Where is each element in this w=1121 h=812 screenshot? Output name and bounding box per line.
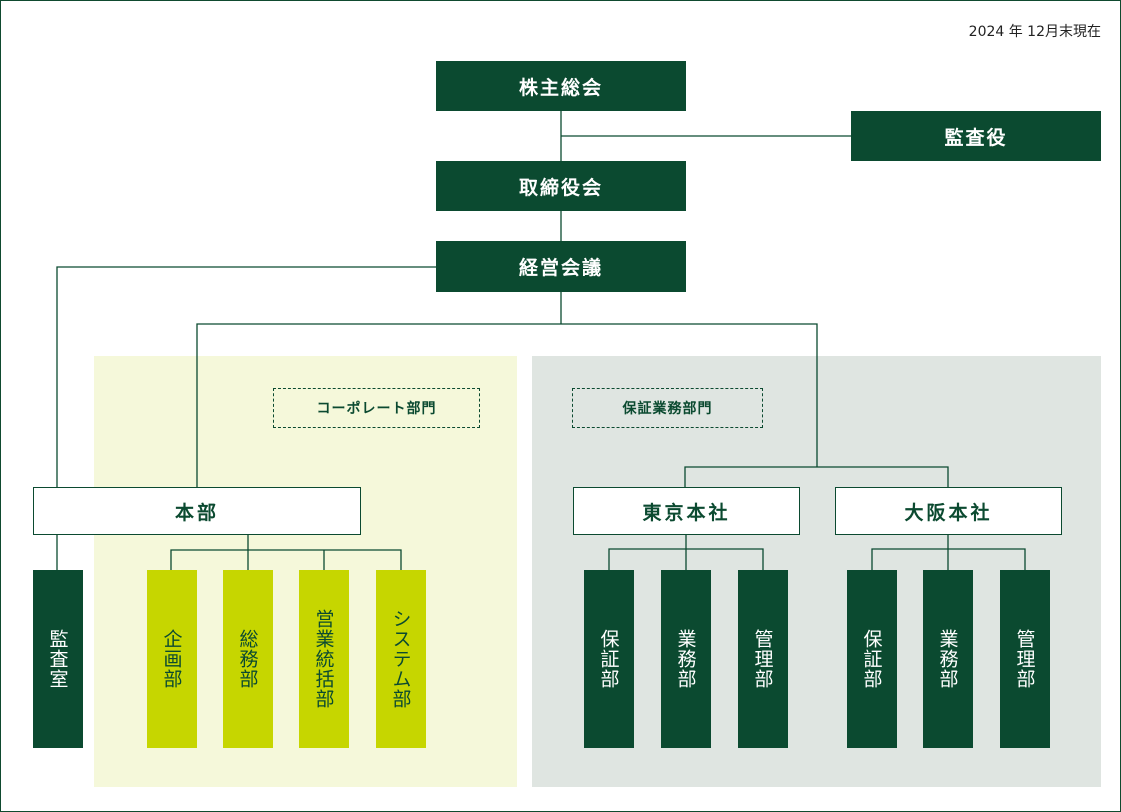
sales-management-department-box: 営業統括部 bbox=[299, 570, 349, 748]
board-of-directors-box: 取締役会 bbox=[436, 161, 686, 211]
tokyo-operations-department-box: 業務部 bbox=[661, 570, 711, 748]
osaka-administration-department-box: 管理部 bbox=[1000, 570, 1050, 748]
planning-department-box: 企画部 bbox=[147, 570, 197, 748]
general-affairs-department-box: 総務部 bbox=[223, 570, 273, 748]
tokyo-administration-department-box: 管理部 bbox=[738, 570, 788, 748]
guarantee-division-label: 保証業務部門 bbox=[572, 388, 763, 428]
osaka-head-office-box: 大阪本社 bbox=[835, 487, 1062, 535]
shareholders-meeting-box: 株主総会 bbox=[436, 61, 686, 111]
tokyo-guarantee-department-box: 保証部 bbox=[584, 570, 634, 748]
system-department-box: システム部 bbox=[376, 570, 426, 748]
headquarters-box: 本部 bbox=[33, 487, 361, 535]
management-meeting-box: 経営会議 bbox=[436, 241, 686, 292]
osaka-operations-department-box: 業務部 bbox=[923, 570, 973, 748]
auditor-box: 監査役 bbox=[851, 111, 1101, 161]
tokyo-head-office-box: 東京本社 bbox=[573, 487, 800, 535]
osaka-guarantee-department-box: 保証部 bbox=[847, 570, 897, 748]
corporate-division-label: コーポレート部門 bbox=[273, 388, 480, 428]
as-of-date: 2024 年 12月末現在 bbox=[968, 24, 1101, 40]
audit-office-box: 監査室 bbox=[33, 570, 83, 748]
